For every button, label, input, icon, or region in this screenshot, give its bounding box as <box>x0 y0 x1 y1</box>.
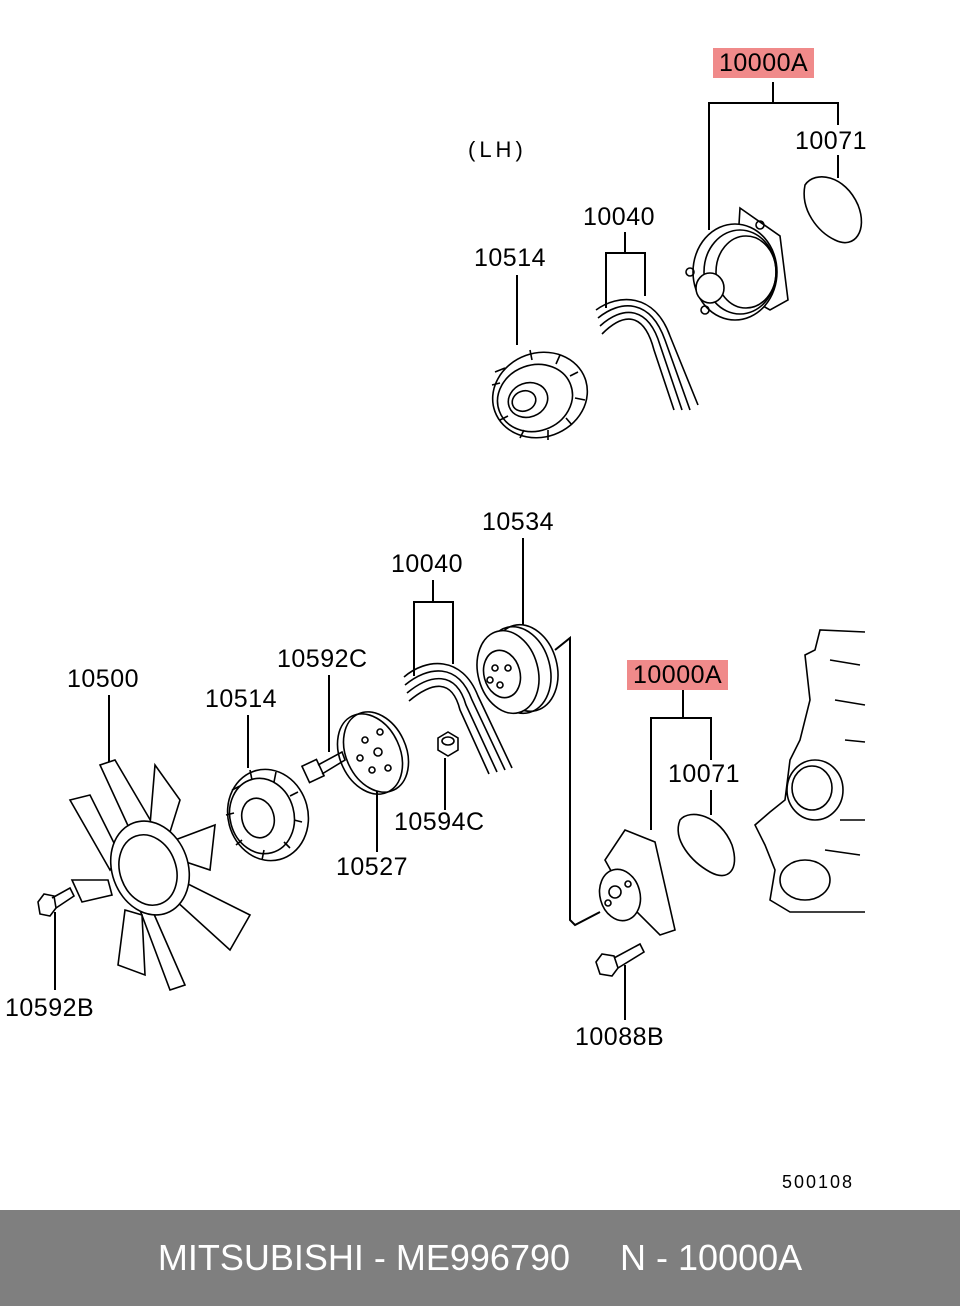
engine-block-shape <box>754 629 866 913</box>
lower-gasket-shape <box>677 813 736 877</box>
bolt-b-shape <box>37 886 76 917</box>
fan-shape <box>68 759 252 992</box>
label-mid-belt[interactable]: 10040 <box>391 550 464 578</box>
footer-separator: - <box>363 1237 396 1278</box>
label-low-assembly[interactable]: 10000A <box>627 660 729 690</box>
footer-part-number: ME996790 <box>395 1237 571 1278</box>
label-spacer[interactable]: 10527 <box>336 853 409 881</box>
label-pulley[interactable]: 10534 <box>482 508 555 536</box>
lower-water-pump-shape <box>598 829 676 936</box>
spacer-shape <box>336 711 410 795</box>
label-nut[interactable]: 10594C <box>394 808 485 836</box>
mid-fan-clutch-shape <box>225 768 310 862</box>
top-fan-clutch-shape <box>491 349 589 440</box>
pump-bolt-shape <box>595 942 646 977</box>
pulley-shape <box>476 623 559 715</box>
label-low-gasket[interactable]: 10071 <box>668 760 741 788</box>
diagram-drawing <box>37 82 866 1020</box>
footer-bar: MITSUBISHI - ME996790 N - 10000A <box>0 1210 960 1306</box>
bolt-c-shape <box>300 750 346 784</box>
label-pump-bolt[interactable]: 10088B <box>575 1023 665 1051</box>
label-mid-clutch[interactable]: 10514 <box>205 685 278 713</box>
label-top-clutch[interactable]: 10514 <box>474 244 547 272</box>
footer-brand: MITSUBISHI <box>157 1237 364 1278</box>
mid-belt-shape <box>403 662 513 775</box>
footer-gap <box>570 1237 620 1279</box>
top-belt-shape <box>595 298 699 411</box>
label-top-belt[interactable]: 10040 <box>583 203 656 231</box>
top-gasket-shape <box>803 176 863 244</box>
nut-shape <box>437 731 459 757</box>
label-top-assembly[interactable]: 10000A <box>713 48 815 78</box>
figure-code: 500108 <box>782 1172 855 1192</box>
label-bolt-b[interactable]: 10592B <box>5 994 95 1022</box>
leader-lines <box>54 82 839 1020</box>
top-water-pump-shape <box>685 206 789 321</box>
label-bolt-c[interactable]: 10592C <box>277 645 368 673</box>
footer-ref: N - 10000A <box>620 1237 803 1278</box>
label-fan[interactable]: 10500 <box>67 665 140 693</box>
label-top-gasket[interactable]: 10071 <box>795 127 868 155</box>
lh-label: (LH) <box>468 137 527 162</box>
parts-diagram: 10000A (LH) 10071 10040 10514 10534 1004… <box>5 48 868 1192</box>
